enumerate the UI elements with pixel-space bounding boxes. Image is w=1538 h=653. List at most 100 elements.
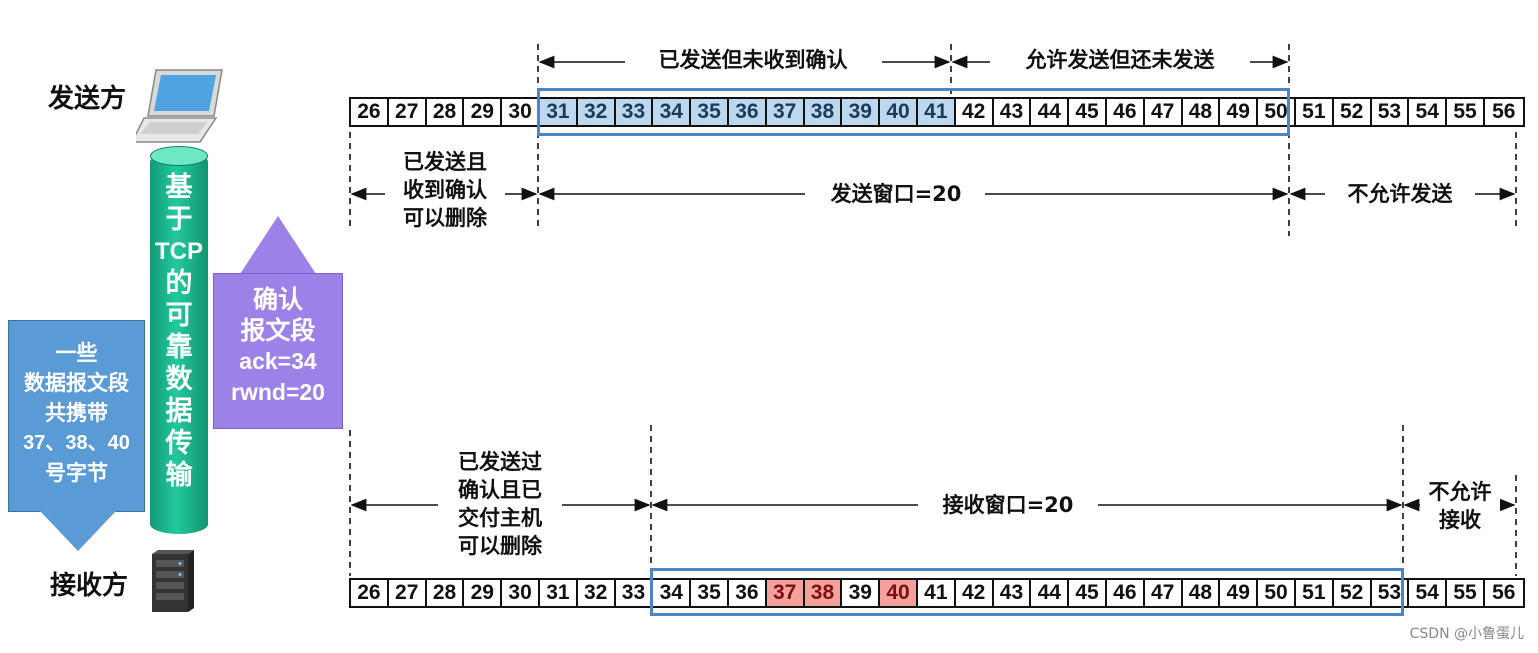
receiver-byte-40: 40 — [880, 580, 918, 606]
data-arrow-line: 号字节 — [45, 461, 108, 485]
receiver-byte-49: 49 — [1220, 580, 1259, 606]
receiver-byte-31: 31 — [540, 580, 578, 606]
sender-not-allowed-label: 不允许发送 — [1326, 180, 1474, 208]
receiver-not-allowed-label: 不允许 接收 — [1420, 478, 1500, 534]
receiver-byte-41: 41 — [918, 580, 956, 606]
receiver-byte-56: 56 — [1492, 581, 1516, 604]
acked-line: 收到确认 — [403, 178, 487, 202]
receiver-label: 接收方 — [50, 571, 129, 601]
channel-line: 靠 — [165, 332, 193, 363]
channel-line: 输 — [165, 460, 193, 491]
sender-byte-26: 26 — [351, 99, 389, 125]
delivered-line: 可以删除 — [458, 534, 542, 558]
receiver-byte-34: 34 — [653, 580, 692, 606]
tcp-channel-text: 基 于 TCP 的 可 靠 数 据 传 输 — [150, 172, 208, 492]
data-arrow-line: 一些 — [55, 341, 98, 365]
receiver-byte-38: 38 — [804, 580, 843, 606]
sender-label: 发送方 — [48, 84, 127, 114]
sender-byte-53: 53 — [1372, 99, 1410, 125]
sender-byte-56: 56 — [1492, 100, 1516, 123]
sender-byte-36: 36 — [728, 99, 767, 125]
receiver-byte-53: 53 — [1372, 580, 1410, 606]
receive-window-label: 接收窗口=20 — [920, 491, 1096, 519]
channel-line: 据 — [165, 396, 193, 427]
ack-segment-text: 确认 报文段 ack=34 rwnd=20 — [213, 284, 343, 408]
receiver-byte-36: 36 — [729, 580, 767, 606]
receiver-byte-45: 45 — [1069, 580, 1107, 606]
receiver-byte-39: 39 — [842, 580, 881, 606]
not-allowed-line: 不允许 — [1428, 480, 1492, 504]
delivered-line: 已发送过 — [458, 450, 542, 474]
receiver-byte-42: 42 — [956, 580, 994, 606]
delivered-line: 交付主机 — [458, 506, 542, 530]
sender-byte-32: 32 — [577, 99, 616, 125]
channel-line: 的 — [165, 268, 193, 299]
channel-line: 数 — [165, 364, 193, 395]
sender-byte-27: 27 — [389, 99, 427, 125]
server-icon — [152, 550, 194, 612]
sender-byte-49: 49 — [1220, 99, 1259, 125]
cylinder-top — [150, 146, 208, 166]
sender-byte-55: 55 — [1447, 99, 1485, 125]
acked-line: 可以删除 — [403, 206, 487, 230]
channel-line: 于 — [165, 204, 193, 235]
ack-segment-arrow-head — [240, 216, 316, 274]
sender-byte-29: 29 — [464, 99, 503, 125]
acked-deletable-label: 已发送且 收到确认 可以删除 — [386, 148, 504, 232]
receiver-byte-27: 27 — [389, 580, 427, 606]
receiver-byte-32: 32 — [578, 580, 616, 606]
receiver-byte-46: 46 — [1107, 580, 1145, 606]
channel-line: 传 — [165, 428, 193, 459]
data-arrow-line: 数据报文段 — [24, 371, 129, 395]
sender-byte-46: 46 — [1107, 99, 1145, 125]
receiver-byte-35: 35 — [691, 580, 729, 606]
sender-window-frame — [537, 88, 1290, 136]
receiver-byte-55: 55 — [1447, 580, 1485, 606]
not-allowed-line: 接收 — [1439, 508, 1481, 532]
receiver-byte-29: 29 — [464, 580, 503, 606]
sender-byte-43: 43 — [994, 99, 1032, 125]
receiver-byte-33: 33 — [616, 580, 654, 606]
sent-unacked-label: 已发送但未收到确认 — [626, 46, 880, 74]
laptop-icon — [136, 69, 223, 143]
sender-byte-38: 38 — [804, 99, 843, 125]
sender-byte-47: 47 — [1145, 99, 1183, 125]
watermark: CSDN @小鲁蛋儿 — [1409, 626, 1524, 642]
receiver-byte-28: 28 — [427, 580, 465, 606]
sender-byte-42: 42 — [956, 99, 994, 125]
channel-line: 基 — [165, 172, 193, 203]
sender-byte-41: 41 — [917, 99, 956, 125]
sender-byte-37: 37 — [766, 99, 805, 125]
channel-line: TCP — [155, 238, 203, 265]
data-segment-text: 一些 数据报文段 共携带 37、38、40 号字节 — [8, 338, 145, 488]
ack-arrow-line: 报文段 — [240, 316, 316, 345]
delivered-deletable-label: 已发送过 确认且已 交付主机 可以删除 — [440, 448, 560, 560]
tcp-channel-cylinder — [150, 152, 208, 534]
sender-byte-51: 51 — [1296, 99, 1334, 125]
receiver-byte-37: 37 — [766, 580, 805, 606]
sender-byte-28: 28 — [427, 99, 465, 125]
delivered-line: 确认且已 — [458, 478, 542, 502]
receiver-byte-43: 43 — [994, 580, 1032, 606]
receiver-byte-52: 52 — [1334, 580, 1372, 606]
data-arrow-line: 共携带 — [45, 401, 108, 425]
sender-byte-34: 34 — [653, 99, 692, 125]
acked-line: 已发送且 — [403, 150, 487, 174]
sender-byte-40: 40 — [880, 99, 918, 125]
receiver-byte-44: 44 — [1031, 580, 1070, 606]
data-arrow-line: 37、38、40 — [23, 432, 130, 454]
receiver-byte-50: 50 — [1258, 580, 1296, 606]
sender-byte-35: 35 — [691, 99, 729, 125]
ack-arrow-line: ack=34 — [239, 348, 317, 374]
allowed-unsent-label: 允许发送但还未发送 — [992, 46, 1248, 74]
sender-byte-31: 31 — [539, 99, 578, 125]
receiver-byte-54: 54 — [1409, 580, 1448, 606]
receiver-byte-48: 48 — [1183, 580, 1221, 606]
sender-byte-48: 48 — [1183, 99, 1221, 125]
sender-byte-45: 45 — [1069, 99, 1107, 125]
receiver-byte-47: 47 — [1145, 580, 1183, 606]
send-window-label: 发送窗口=20 — [808, 180, 984, 208]
